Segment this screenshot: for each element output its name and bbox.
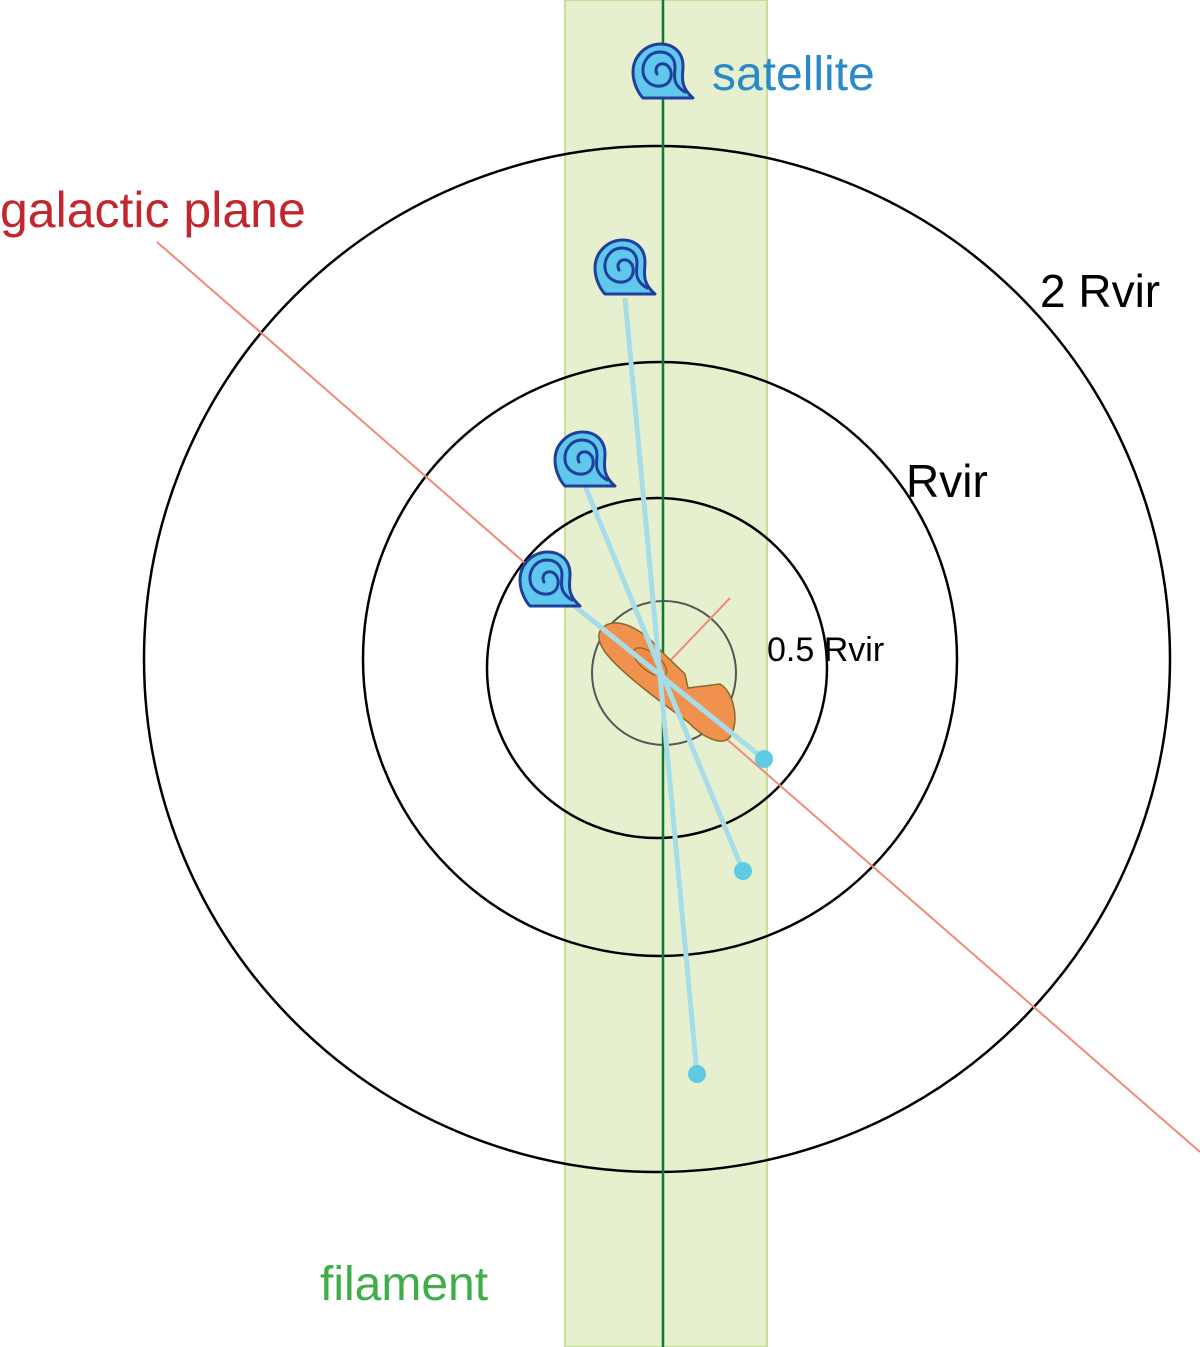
filament-label: filament bbox=[320, 1258, 488, 1311]
rvir-label: Rvir bbox=[906, 455, 988, 507]
two-rvir-label: 2 Rvir bbox=[1040, 265, 1160, 317]
dot-icon bbox=[734, 862, 752, 880]
ring-0-5-rvir bbox=[485, 496, 829, 840]
ring-rvir bbox=[361, 360, 959, 958]
ring-2-rvir bbox=[142, 144, 1172, 1174]
orbit-line bbox=[622, 297, 700, 1075]
half-rvir-label: 0.5 Rvir bbox=[767, 631, 884, 669]
satellite-label: satellite bbox=[712, 48, 875, 101]
dot-icon bbox=[688, 1065, 706, 1083]
galactic-plane-label: galactic plane bbox=[0, 182, 306, 238]
spin-axis bbox=[667, 597, 731, 664]
dot-icon bbox=[755, 750, 773, 768]
satellite-orbits bbox=[570, 297, 773, 1083]
orbit-line bbox=[570, 602, 766, 761]
